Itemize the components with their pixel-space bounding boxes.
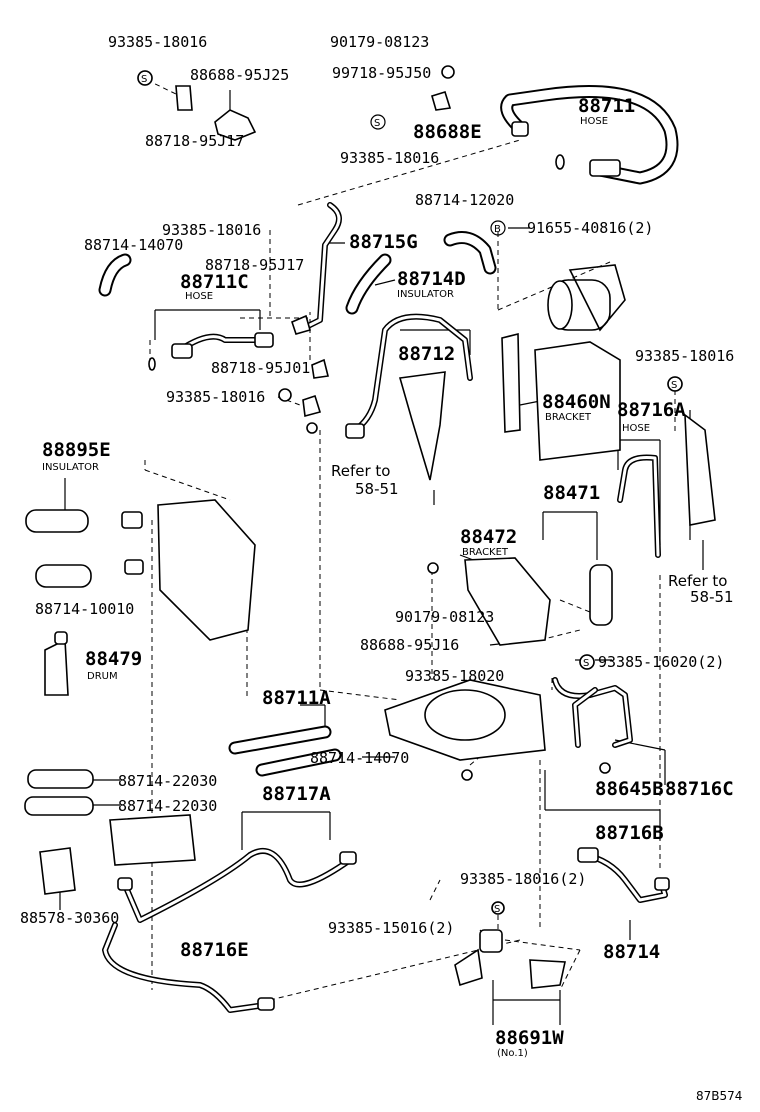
label-91655-40816: 91655-40816(2) xyxy=(527,219,653,237)
label-88472-bracket: BRACKET xyxy=(462,547,509,558)
label-93385-15016: 93385-15016(2) xyxy=(328,919,454,937)
label-refer-b-2: 58-51 xyxy=(690,588,734,606)
label-88578-30360: 88578-30360 xyxy=(20,909,119,927)
evaporator-unit xyxy=(121,499,256,641)
hose-88714-14070-top xyxy=(98,253,132,297)
label-93385-18016-f: 93385-18016(2) xyxy=(460,870,586,888)
label-refer-a-1: Refer to xyxy=(331,462,390,480)
bracket-88460n xyxy=(501,332,621,461)
label-93385-18016-a: 93385-18016 xyxy=(108,33,207,51)
pipe-88717a xyxy=(109,814,357,923)
label-88711c: 88711C xyxy=(180,271,249,293)
label-88460n-bracket: BRACKET xyxy=(545,412,592,423)
drum-88479 xyxy=(44,631,69,696)
label-refer-a-2: 58-51 xyxy=(355,480,399,498)
b-marker-icon: B xyxy=(494,224,501,235)
s-markers: S S S S S B xyxy=(137,70,683,915)
label-88716b: 88716B xyxy=(595,822,664,844)
label-93385-18016-d: 93385-18016 xyxy=(166,388,265,406)
label-88718-95j17-a: 88718-95J17 xyxy=(145,132,244,150)
hose-88711c xyxy=(148,332,274,371)
clamp-88688e xyxy=(431,65,455,111)
label-88714-10010: 88714-10010 xyxy=(35,600,134,618)
label-88688e: 88688E xyxy=(413,121,482,143)
s-marker-icon: S xyxy=(374,118,380,129)
label-88479-drum: DRUM xyxy=(87,671,118,682)
bracket-clips-center xyxy=(278,314,329,434)
label-93385-18016-c: 93385-18016 xyxy=(162,221,261,239)
pipe-88715g xyxy=(297,202,342,333)
hose-88716a xyxy=(617,376,716,558)
label-88688-95j25: 88688-95J25 xyxy=(190,66,289,84)
label-88645b: 88645B xyxy=(595,778,664,800)
receiver-88471 xyxy=(589,564,613,626)
label-88711a: 88711A xyxy=(262,687,331,709)
expansion-valve-unit xyxy=(384,679,611,781)
insulator-88895e xyxy=(25,509,92,588)
label-88714-22030-a: 88714-22030 xyxy=(118,772,217,790)
label-88714-14070-b: 88714-14070 xyxy=(310,749,409,767)
label-93385-18020: 93385-18020 xyxy=(405,667,504,685)
label-88688-95j16: 88688-95J16 xyxy=(360,636,459,654)
s-marker-icon: S xyxy=(494,904,500,915)
bolt-clamp-top-left xyxy=(137,70,257,141)
label-99718-95j50: 99718-95J50 xyxy=(332,64,431,82)
label-88715g: 88715G xyxy=(349,231,418,253)
pipe-88716e xyxy=(102,922,275,1013)
label-88711: 88711 xyxy=(578,95,635,117)
label-88714-12020: 88714-12020 xyxy=(415,191,514,209)
label-88711-hose: HOSE xyxy=(580,116,608,127)
label-88714d-insulator: INSULATOR xyxy=(397,289,454,300)
label-88716e: 88716E xyxy=(180,939,249,961)
clip-88578-30360 xyxy=(39,847,76,895)
label-88460n: 88460N xyxy=(542,391,611,413)
hose-88711 xyxy=(500,85,679,185)
label-93385-18016-b: 93385-18016 xyxy=(340,149,439,167)
label-refer-b-1: Refer to xyxy=(668,572,727,590)
diagram-code: 87B574 xyxy=(696,1089,742,1103)
compressor xyxy=(547,264,626,332)
pipe-88712 xyxy=(345,313,473,481)
hose-88711a xyxy=(228,725,342,777)
label-88895e-insulator: INSULATOR xyxy=(42,462,99,473)
label-88479: 88479 xyxy=(85,648,142,670)
label-90179-08123-a: 90179-08123 xyxy=(330,33,429,51)
label-93385-16020: 93385-16020(2) xyxy=(598,653,724,671)
switch-88691w xyxy=(454,901,566,989)
label-88691w-no1: (No.1) xyxy=(497,1048,528,1059)
label-88712: 88712 xyxy=(398,343,455,365)
hose-88714-12020 xyxy=(443,231,497,275)
label-90179-08123-b: 90179-08123 xyxy=(395,608,494,626)
pipe-88714 xyxy=(577,847,670,903)
label-88714: 88714 xyxy=(603,941,660,963)
solid-leaders xyxy=(59,90,704,1025)
label-88714-22030-b: 88714-22030 xyxy=(118,797,217,815)
label-88895e: 88895E xyxy=(42,439,111,461)
label-88718-95j17-b: 88718-95J17 xyxy=(205,256,304,274)
label-88472: 88472 xyxy=(460,526,517,548)
label-88711c-hose: HOSE xyxy=(185,291,213,302)
label-88471: 88471 xyxy=(543,482,600,504)
label-88716a-hose: HOSE xyxy=(622,423,650,434)
label-93385-18016-e: 93385-18016 xyxy=(635,347,734,365)
label-88714-14070-a: 88714-14070 xyxy=(84,236,183,254)
label-88691w: 88691W xyxy=(495,1027,564,1049)
s-marker-icon: S xyxy=(671,380,677,391)
insulator-88714d xyxy=(345,253,392,315)
label-88714d: 88714D xyxy=(397,268,466,290)
bracket-88472 xyxy=(427,557,551,646)
s-marker-icon: S xyxy=(583,658,589,669)
part-labels: 93385-18016 90179-08123 88688-95J25 9971… xyxy=(20,33,742,1103)
label-88717a: 88717A xyxy=(262,783,331,805)
label-88716a: 88716A xyxy=(617,399,686,421)
label-88716c: 88716C xyxy=(665,778,734,800)
insulators-88714-22030 xyxy=(24,769,94,816)
s-marker-icon: S xyxy=(141,74,147,85)
label-88718-95j01: 88718-95J01 xyxy=(211,359,310,377)
